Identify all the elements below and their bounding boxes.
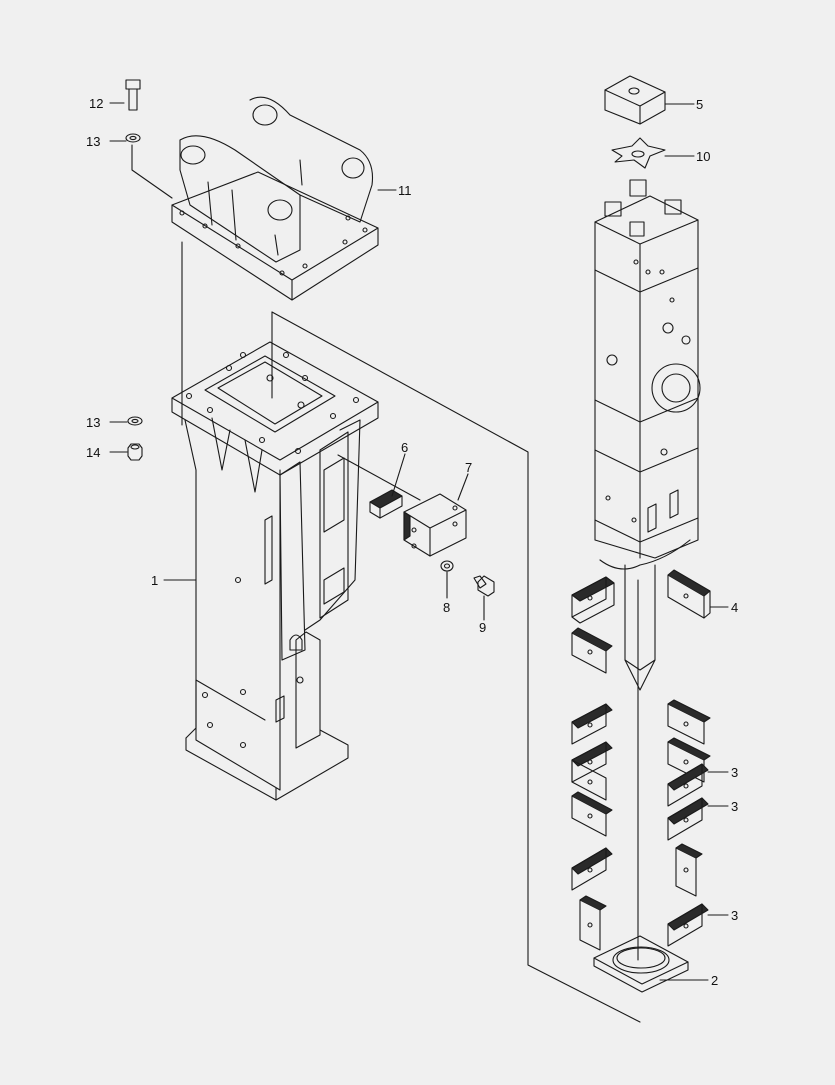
washer-part-8 <box>440 560 454 572</box>
callout-3-a: 3 <box>731 765 738 780</box>
callout-13-mid: 13 <box>86 415 100 430</box>
callout-12: 12 <box>89 96 103 111</box>
wear-pads-part-4 <box>571 569 711 674</box>
block-part-7 <box>403 493 467 557</box>
bolt-part-12 <box>125 79 141 111</box>
bushing-part-5 <box>604 75 666 125</box>
nut-part-14 <box>127 443 143 461</box>
pads-part-3-left <box>571 703 613 951</box>
plate-part-6 <box>369 489 403 519</box>
washer-part-13-top <box>125 133 141 143</box>
callout-labels: 12 13 11 13 14 6 7 1 8 9 5 10 4 3 3 3 2 <box>86 96 738 988</box>
housing-part-1 <box>171 341 379 801</box>
hammer-body <box>594 179 701 570</box>
callout-8: 8 <box>443 600 450 615</box>
callout-5: 5 <box>696 97 703 112</box>
washer-part-13-mid <box>127 416 143 426</box>
callout-4: 4 <box>731 600 738 615</box>
pads-part-3-right <box>667 699 711 947</box>
callout-9: 9 <box>479 620 486 635</box>
callout-13-top: 13 <box>86 134 100 149</box>
bolt-part-9 <box>473 575 495 597</box>
assembly-lines <box>131 144 641 1023</box>
callout-1: 1 <box>151 573 158 588</box>
gasket-part-10 <box>611 137 666 169</box>
callout-3-b: 3 <box>731 799 738 814</box>
chisel <box>624 564 656 691</box>
callout-3-c: 3 <box>731 908 738 923</box>
callout-14: 14 <box>86 445 100 460</box>
bracket-part-11 <box>171 96 379 301</box>
leader-lines <box>109 102 729 981</box>
callout-7: 7 <box>465 460 472 475</box>
callout-11: 11 <box>398 183 412 198</box>
callout-6: 6 <box>401 440 408 455</box>
callout-2: 2 <box>711 973 718 988</box>
ring-plate-part-2 <box>593 935 689 993</box>
callout-10: 10 <box>696 149 710 164</box>
